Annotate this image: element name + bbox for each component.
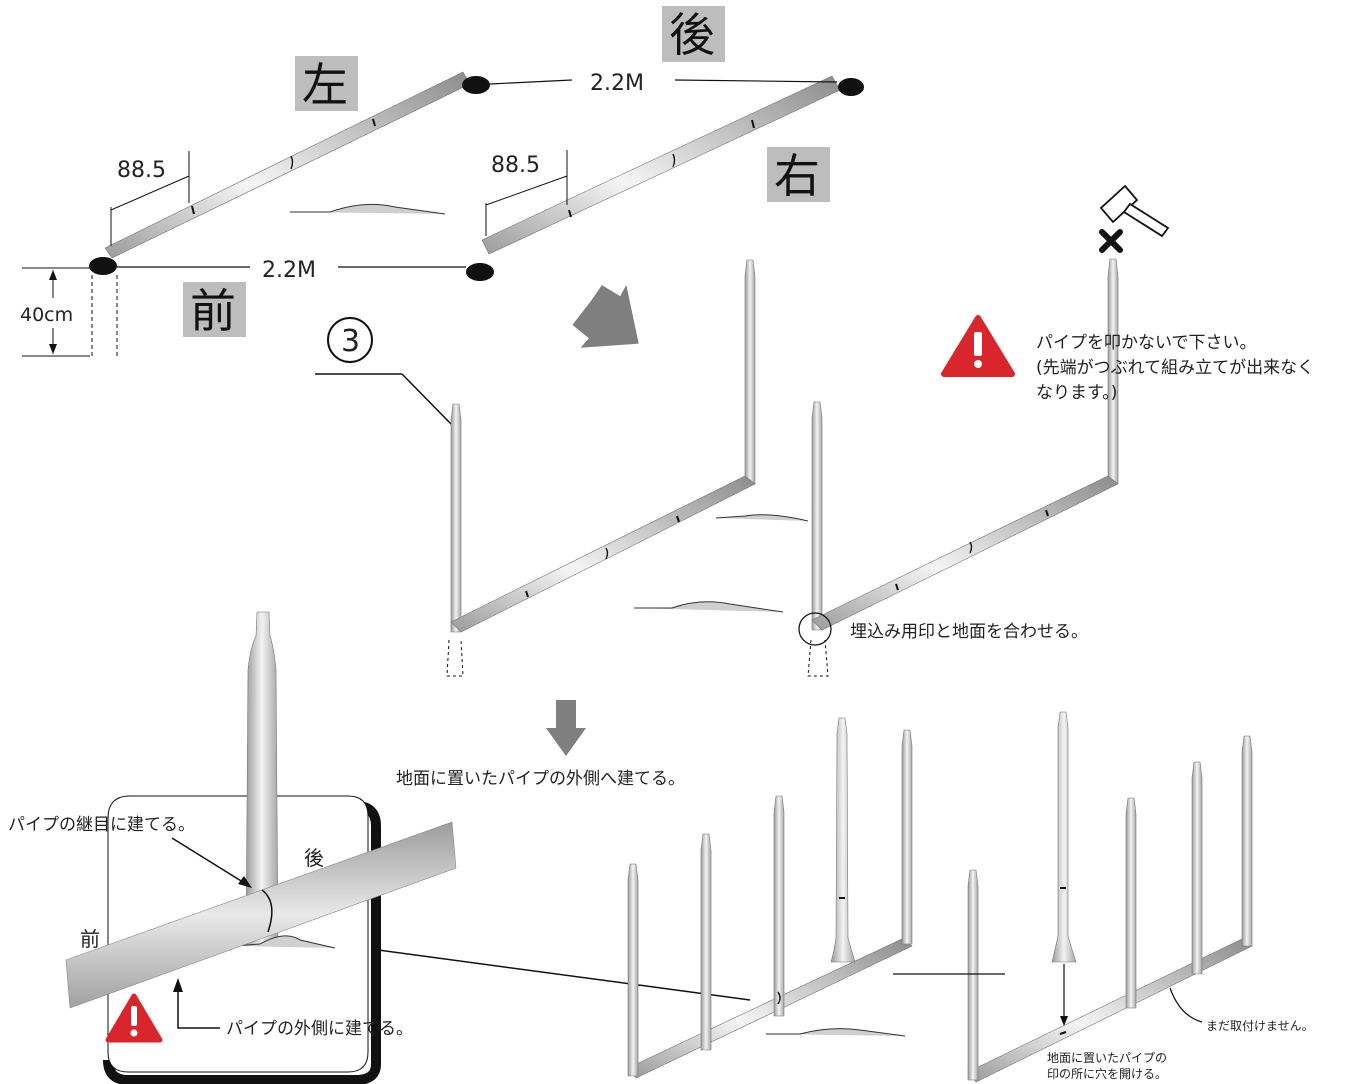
dimension-back-width: 2.2M [590,71,644,96]
hammer-icon [1099,184,1170,238]
vertical-pipe-front-left [450,403,462,633]
label-right: 右 [767,147,830,203]
hole-front-left [89,257,117,275]
hole-back-left [462,76,490,94]
label-back: 後 [662,6,725,62]
vertical-pipe-back-left [744,259,756,485]
detail-label-front: 前 [80,927,100,951]
detail-horizontal-pipe [65,821,457,1009]
label-left-text: 左 [302,58,348,112]
note-drill-hole-line1: 地面に置いたパイプの [1047,1051,1167,1065]
down-arrow-icon [546,700,586,756]
warning-hammer-line2: (先端がつぶれて組み立てが出来なく [1036,358,1314,378]
label-left: 左 [295,56,358,112]
step-three-assembly: 3 埋込み用印と地面を合わせる。 [315,184,1314,677]
cross-icon [1099,229,1123,253]
final-vertical-pipes [627,711,1253,1081]
note-stand-outside-pipe: パイプの外側に建てる。 [226,1019,413,1039]
note-drill-hole-line2: 印の所に穴を開ける。 [1047,1066,1167,1081]
detail-label-back: 後 [304,846,324,870]
dimension-offset-right: 88.5 [491,153,540,178]
joint-detail: 後 前 パイプの継目に建てる。 パイプの外側に建てる。 [8,611,751,1084]
vertical-pipe-front-right [811,401,823,631]
note-stand-at-joint: パイプの継目に建てる。 [8,815,195,835]
ground-layout: 2.2M 2.2M 88.5 88.5 40cm 左 後 [18,6,864,357]
label-back-text: 後 [669,8,715,62]
warning-hammer-line1: パイプを叩かないで下さい。 [1036,333,1257,353]
hole-front-right [466,263,494,281]
label-right-text: 右 [774,149,820,203]
warning-icon [941,315,1015,377]
label-front-text: 前 [190,284,236,338]
step-number: 3 [341,324,360,359]
note-stand-outside: 地面に置いたパイプの外側へ建てる。 [396,769,685,789]
label-front: 前 [183,282,246,338]
warning-icon-bottom [105,993,163,1043]
note-align-mark: 埋込み用印と地面を合わせる。 [850,622,1088,642]
note-not-attached: まだ取付けません。 [1206,1019,1314,1033]
diagonal-arrow-icon [572,284,639,348]
dimension-front-width: 2.2M [262,258,316,283]
ground-mark-circle [798,612,832,646]
horizontal-pipe-right [811,475,1119,631]
dimension-depth: 40cm [20,304,73,326]
warning-hammer-line3: なります。) [1036,383,1117,403]
step-number-circle [327,317,373,363]
ground-mound [290,203,446,215]
final-assembly: まだ取付けません。 地面に置いたパイプの 印の所に穴を開ける。 [627,711,1314,1083]
final-horizontal-pipe-left [627,937,913,1079]
dimension-offset-left: 88.5 [117,158,166,183]
hole-back-right [838,78,864,96]
